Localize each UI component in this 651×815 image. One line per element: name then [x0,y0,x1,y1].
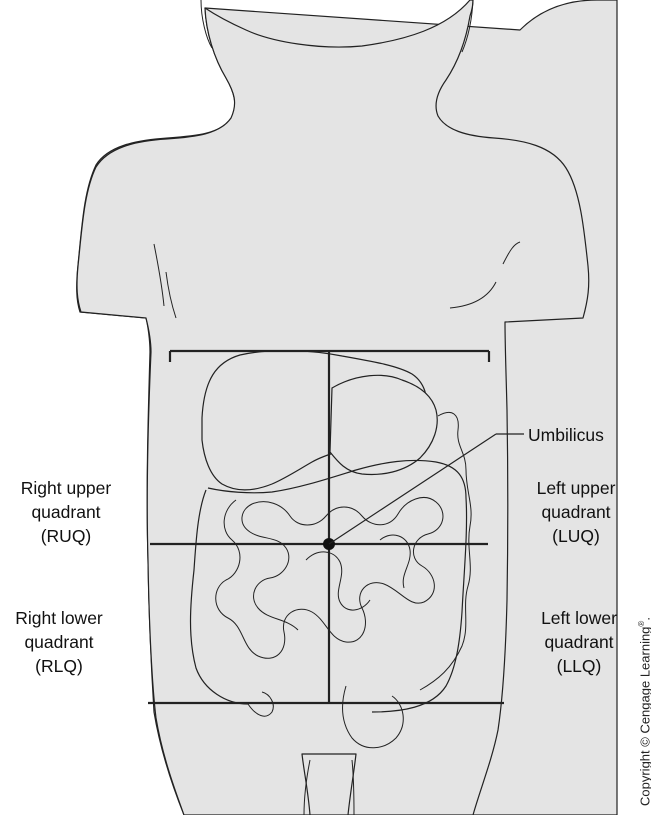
llq-line-1: Left lower [530,606,628,630]
registered-mark: ® [637,621,646,627]
umbilicus-label: Umbilicus [528,423,604,447]
copyright-notice: Copyright © Cengage Learning®. [637,617,651,806]
rlq-line-1: Right lower [0,606,118,630]
left-upper-quadrant-label: Left upper quadrant (LUQ) [520,476,632,548]
left-lower-quadrant-label: Left lower quadrant (LLQ) [530,606,628,678]
luq-line-3: (LUQ) [520,524,632,548]
luq-line-1: Left upper [520,476,632,500]
rlq-line-2: quadrant [0,630,118,654]
copyright-suffix: . [637,617,651,621]
right-lower-quadrant-label: Right lower quadrant (RLQ) [0,606,118,678]
ruq-line-3: (RUQ) [4,524,128,548]
rlq-line-3: (RLQ) [0,654,118,678]
right-upper-quadrant-label: Right upper quadrant (RUQ) [4,476,128,548]
llq-line-3: (LLQ) [530,654,628,678]
luq-line-2: quadrant [520,500,632,524]
llq-line-2: quadrant [530,630,628,654]
copyright-text: Copyright © Cengage Learning [637,627,651,806]
ruq-line-2: quadrant [4,500,128,524]
ruq-line-1: Right upper [4,476,128,500]
